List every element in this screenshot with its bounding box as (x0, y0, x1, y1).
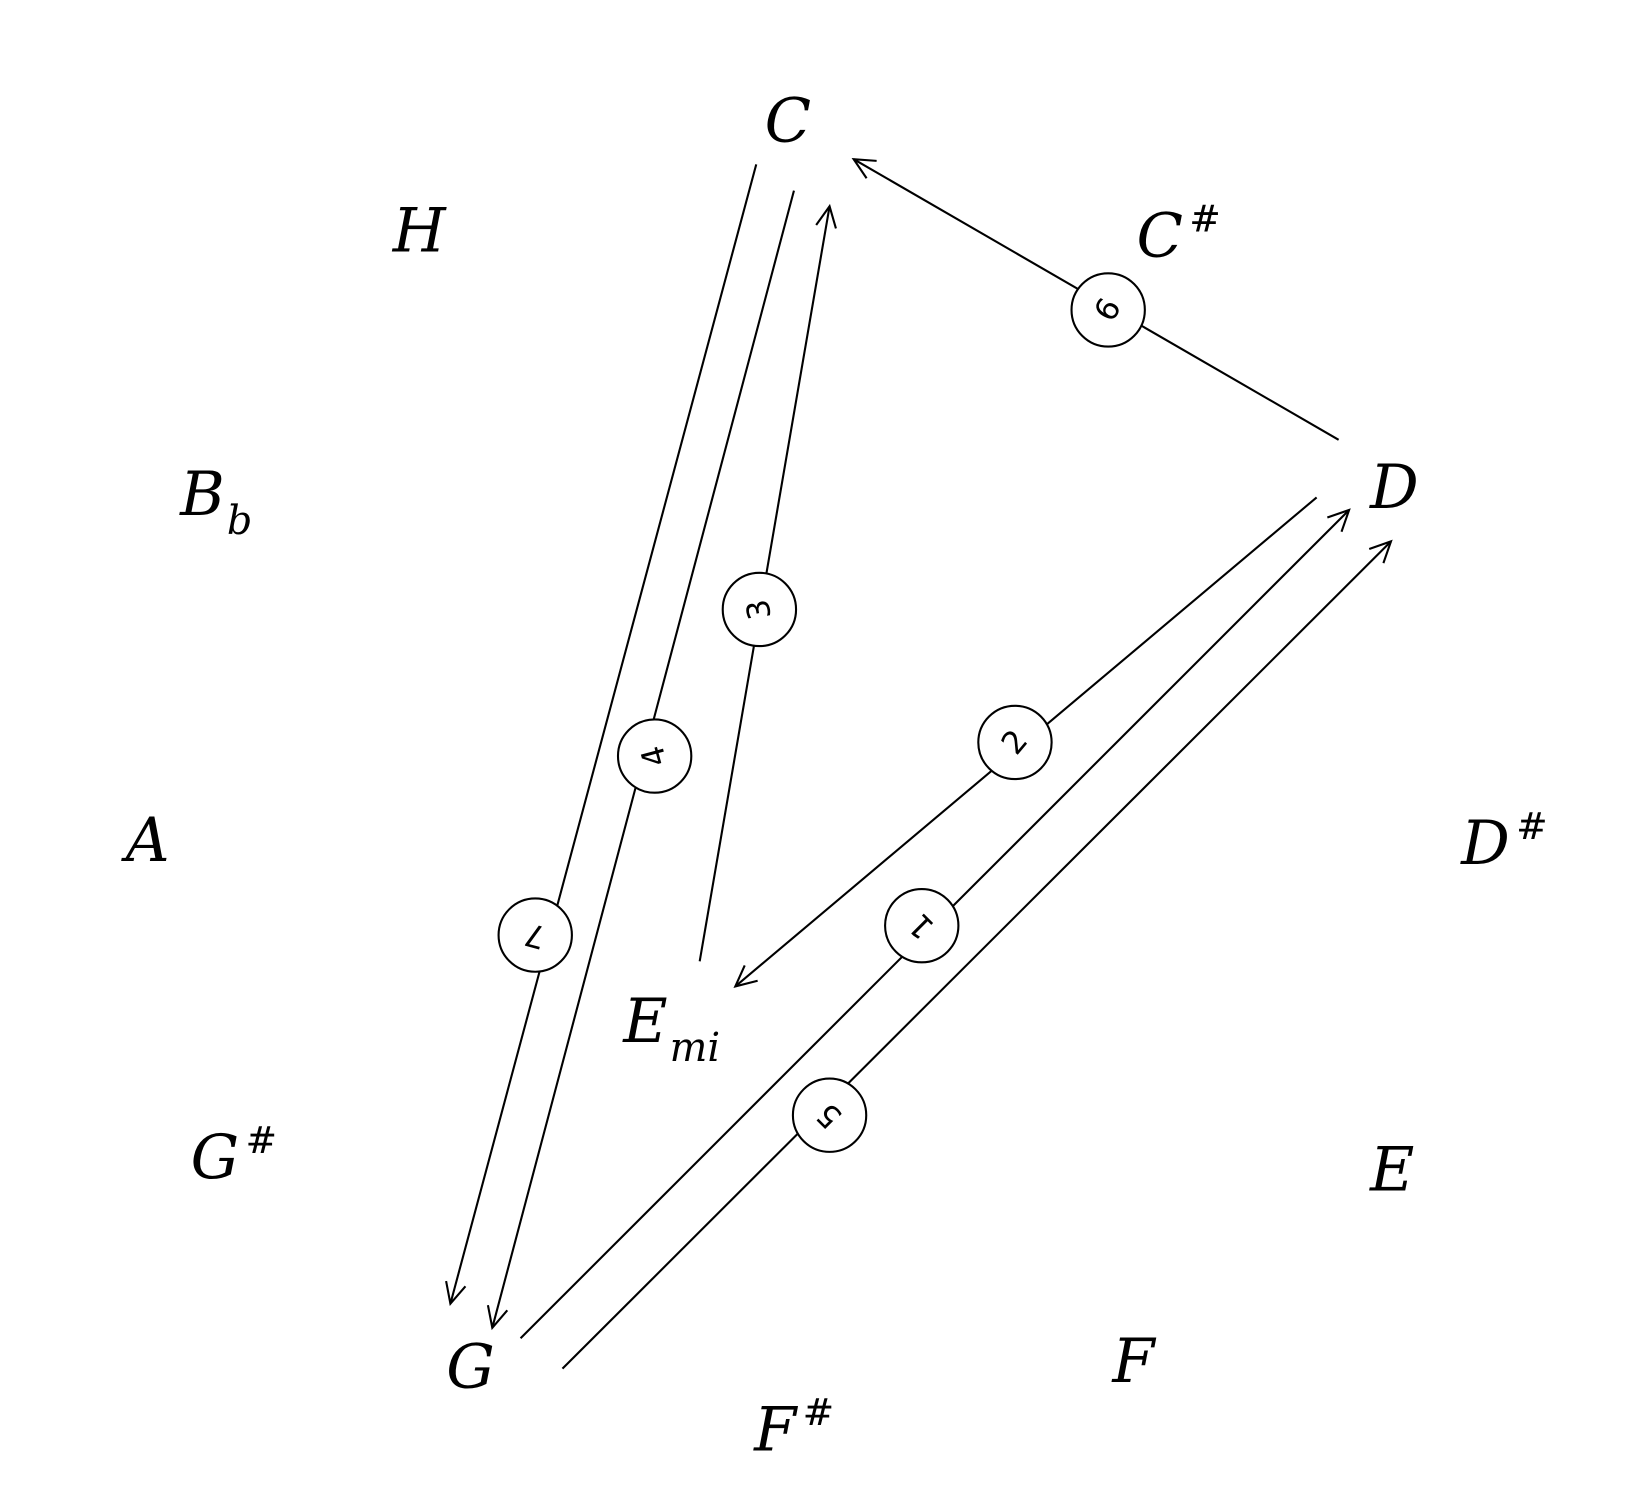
step-arrow-2: 2 (733, 496, 1318, 988)
step-badge (497, 897, 573, 973)
step-arrow-3: 3 (698, 203, 837, 962)
note-label-a: A (121, 806, 170, 876)
step-arrow-7: 7 (445, 164, 758, 1307)
step-arrow-4: 4 (486, 190, 795, 1331)
note-label-g: G (446, 1332, 495, 1402)
note-label-bb: Bb (179, 460, 252, 544)
arrow-line (449, 164, 758, 1304)
step-arrow-6: 6 (851, 157, 1340, 441)
step-badge (884, 887, 960, 964)
note-label-gsharp: G# (191, 1118, 277, 1193)
note-label-dsharp: D# (1460, 804, 1548, 879)
step-badge (791, 1077, 868, 1153)
arrowhead-icon (445, 1280, 467, 1307)
arrowhead-icon (815, 203, 837, 229)
step-badge (721, 571, 798, 648)
arrowhead-icon (851, 157, 877, 179)
step-badge (1070, 272, 1146, 348)
arrow-line (561, 540, 1392, 1370)
note-label-h: H (392, 196, 447, 266)
note-label-d: D (1369, 453, 1419, 523)
arrowhead-icon (486, 1304, 509, 1331)
step-arrow-1: 1 (519, 508, 1351, 1340)
step-badge (977, 704, 1053, 781)
arrowhead-icon (1326, 508, 1351, 533)
arrowhead-icon (1368, 539, 1393, 564)
step-badge (616, 718, 693, 794)
note-label-csharp: C# (1136, 196, 1220, 271)
step-arrow-5: 5 (561, 539, 1393, 1370)
arrowhead-icon (733, 964, 758, 988)
note-label-emi: Emi (622, 987, 720, 1071)
note-label-f: F (1111, 1327, 1156, 1397)
note-label-c: C (765, 86, 811, 156)
note-label-fsharp: F# (753, 1390, 834, 1465)
note-label-e: E (1369, 1136, 1414, 1206)
